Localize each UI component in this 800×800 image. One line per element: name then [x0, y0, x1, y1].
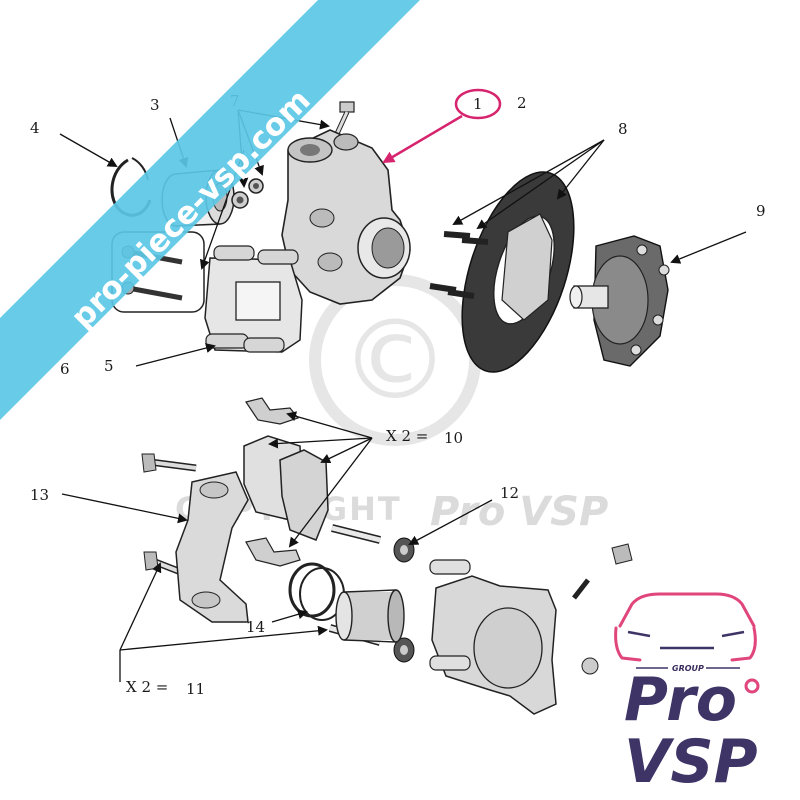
leader-8b: [476, 139, 605, 230]
callout-12: 12: [500, 484, 519, 502]
leader-13: [61, 493, 188, 524]
provsp-logo: GROUP Pro VSP: [614, 592, 760, 797]
leader-11a: [119, 562, 162, 651]
callout-1: 1: [473, 95, 483, 113]
highlight-callout-1: [382, 88, 502, 164]
leader-5: [135, 343, 216, 367]
leader-11b: [119, 625, 328, 651]
logo-hexagon-icon: [744, 678, 760, 694]
watermark-copyright-symbol: ©: [340, 296, 450, 424]
site-banner-stripe: [0, 0, 420, 420]
steering-knuckle: [281, 129, 411, 305]
callout-x2-11: X 2 =: [126, 678, 168, 696]
leader-10b: [268, 437, 373, 449]
callout-10: 10: [444, 429, 463, 447]
brake-caliper: [429, 543, 633, 715]
callout-8: 8: [618, 120, 628, 138]
leader-8c: [556, 139, 605, 200]
logo-group-text: GROUP: [672, 664, 704, 673]
leader-14: [271, 609, 308, 623]
brake-disc: [461, 171, 575, 373]
logo-pro-text: Pro: [624, 665, 737, 735]
callout-14: 14: [246, 618, 265, 636]
caliper-bracket: [175, 471, 249, 623]
callout-x2-10: X 2 =: [386, 427, 428, 445]
leader-8a: [452, 139, 605, 225]
callout-1-arrow: [382, 114, 463, 164]
leader-4: [59, 133, 118, 167]
callout-5: 5: [104, 357, 114, 375]
car-silhouette-icon: [614, 592, 757, 662]
callout-13: 13: [30, 486, 49, 504]
leader-12: [408, 499, 493, 545]
callout-3: 3: [150, 96, 160, 114]
logo-vsp-text: VSP: [624, 727, 758, 797]
wheel-hub: [569, 235, 670, 367]
callout-4: 4: [30, 119, 40, 137]
pad-clips: [245, 397, 301, 567]
caliper-bracket-assembly: [204, 245, 303, 353]
callout-11: 11: [186, 680, 205, 698]
callout-2: 2: [517, 94, 527, 112]
piston-and-seals: [288, 562, 405, 643]
leader-10d: [288, 437, 373, 548]
leader-10a: [286, 411, 373, 439]
disc-bolts: [429, 231, 489, 299]
callout-1-ring: [454, 88, 502, 120]
watermark-brand-text: Pro VSP: [430, 489, 608, 535]
brake-pads: [243, 435, 329, 541]
leader-9: [670, 231, 747, 264]
callout-9: 9: [756, 202, 766, 220]
leader-10c: [320, 437, 373, 464]
callout-6: 6: [60, 360, 70, 378]
